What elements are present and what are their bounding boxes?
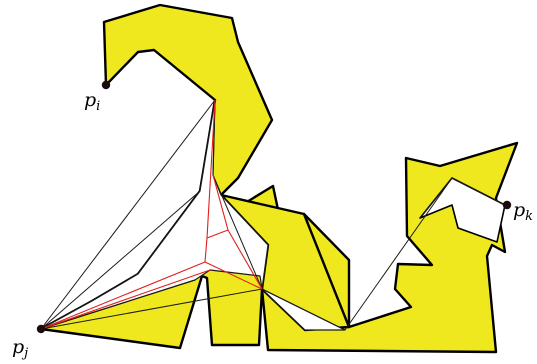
chord-line [344, 177, 453, 331]
chord-line [261, 288, 346, 331]
chord-line [451, 177, 506, 206]
chord-line [40, 288, 263, 330]
point-pk [502, 200, 512, 210]
tree-edge [40, 269, 211, 330]
inner-polygon [40, 99, 346, 331]
point-pj [36, 324, 46, 334]
tree-edge [204, 261, 263, 290]
tree-edge [227, 229, 263, 290]
tree-edge [206, 99, 216, 239]
label-pk: pk [513, 199, 533, 224]
tree-edge [40, 261, 206, 330]
label-pi-base: p [84, 89, 96, 111]
chord-line [419, 177, 453, 219]
chord-line [212, 174, 263, 290]
label-pi-subscript: i [96, 99, 100, 114]
label-pi: pi [84, 89, 100, 114]
chord-line [40, 190, 201, 330]
tree-edge [206, 229, 229, 239]
label-pk-base: p [513, 199, 525, 221]
label-pj: pj [12, 336, 28, 361]
label-pj-subscript: j [21, 346, 28, 361]
red-tree [40, 99, 263, 330]
point-pi [101, 80, 111, 90]
tree-edge [212, 174, 229, 231]
chord-line [40, 99, 216, 330]
chord-line [40, 279, 196, 330]
label-pj-base: p [12, 336, 24, 358]
tree-edge [204, 237, 208, 263]
label-pk-subscript: k [525, 209, 533, 224]
